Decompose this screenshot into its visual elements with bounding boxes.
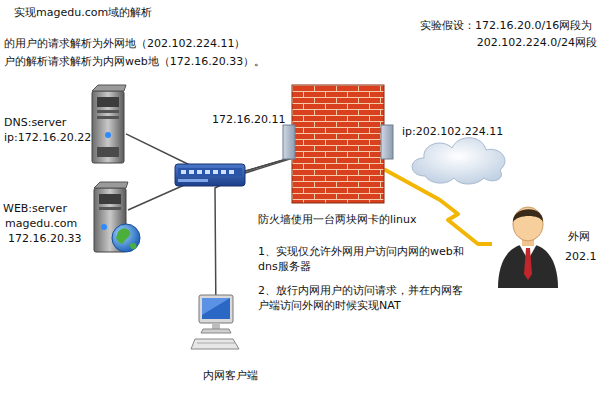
node-label: WEB:server xyxy=(3,202,67,216)
server-icon xyxy=(90,85,126,165)
note-text: 实现magedu.com域的解析 xyxy=(14,5,152,20)
node-label: 内网客户端 xyxy=(203,369,258,383)
note-text: 户的解析请求解析为内网web地（172.16.20.33）。 xyxy=(4,54,265,69)
wall-icon xyxy=(292,85,384,203)
server-node: DNS:serverip:172.16.20.22 xyxy=(90,85,126,165)
note-text: 的用户的请求解析为外网地（202.102.224.11） xyxy=(4,36,245,51)
note-text: 实验假设：172.16.20.0/16网段为 xyxy=(420,18,592,33)
web-icon xyxy=(92,182,128,254)
note-text: 202.102.224.0/24网段 xyxy=(477,35,597,50)
node-label: 202.1 xyxy=(565,250,597,264)
user-node: 外网202.1 xyxy=(492,200,564,288)
note-text: 1、实现仅允许外网用户访问内网的web和 dns服务器 xyxy=(258,244,476,274)
network-switch xyxy=(175,164,245,186)
node-label: 172.16.20.33 xyxy=(8,232,81,246)
note-text: 防火墙使用一台两块网卡的linux xyxy=(258,212,417,227)
user-icon xyxy=(492,200,564,288)
note-text: 2、放行内网用户的访问请求，并在内网客 户端访问外网的时候实现NAT xyxy=(258,283,476,313)
pc-icon xyxy=(193,295,239,350)
node-label: ip:202.102.224.11 xyxy=(402,125,503,139)
node-label: DNS:server xyxy=(4,116,66,130)
node-label: magedu.com xyxy=(5,217,77,231)
pc-node: 内网客户端 xyxy=(193,295,239,350)
node-label: 外网 xyxy=(568,230,590,244)
internet-cloud xyxy=(412,138,505,184)
node-label: ip:172.16.20.22 xyxy=(4,131,91,145)
wall-node: 172.16.20.11ip:202.102.224.11 xyxy=(292,85,384,203)
web-node: WEB:servermagedu.com172.16.20.33 xyxy=(92,182,128,254)
node-label: 172.16.20.11 xyxy=(212,113,285,127)
